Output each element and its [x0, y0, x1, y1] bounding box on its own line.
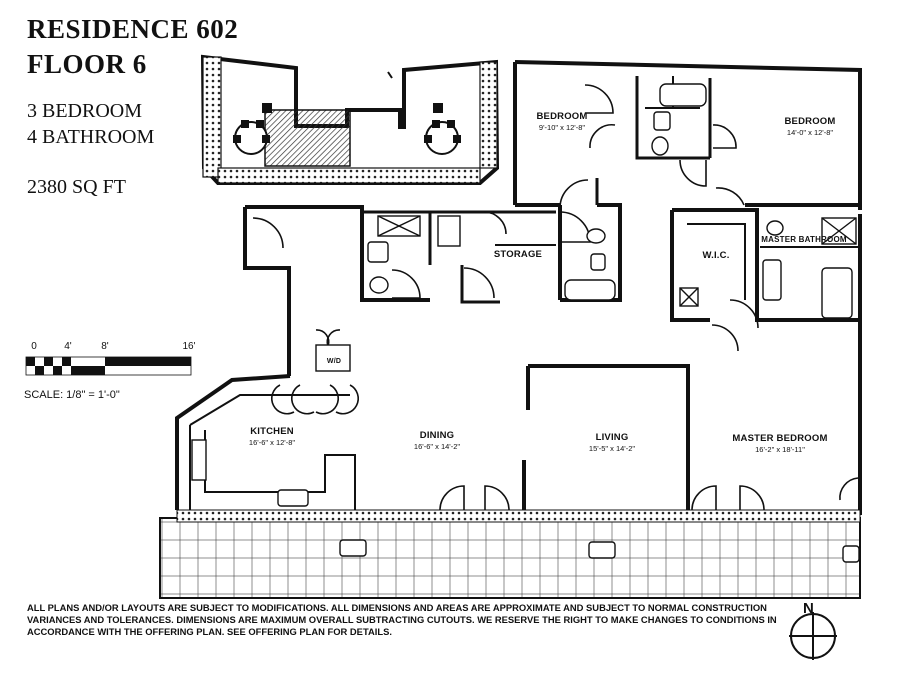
dining-label: DINING [420, 430, 454, 441]
compass-icon [789, 612, 837, 660]
scale-tick-4: 4' [64, 341, 72, 352]
scale-tick-16: 16' [182, 341, 195, 352]
master-bedroom-label: MASTER BEDROOM [732, 433, 827, 444]
residence-title: RESIDENCE 602 [27, 14, 239, 44]
wic-label: W.I.C. [702, 250, 729, 261]
bedroom-count: 3 BEDROOM [27, 100, 143, 122]
kitchen-dims: 16'-6" x 12'-8" [249, 438, 295, 447]
living-label: LIVING [596, 432, 629, 443]
fixtures [191, 83, 857, 507]
scale-tick-8: 8' [101, 341, 109, 352]
room-labels: BEDROOM 9'-10" x 12'-8" BEDROOM 14'-0" x… [249, 111, 847, 454]
dining-dims: 16'-6" x 14'-2" [414, 442, 460, 451]
north-label: N [803, 600, 814, 617]
scale-bar: 0 4' 8' 16' SCALE: 1/8" = 1'-0" [24, 341, 196, 401]
roof-terrace [200, 54, 500, 185]
bathroom-count: 4 BATHROOM [27, 126, 155, 148]
master-bathroom-label: MASTER BATHROOM [761, 235, 847, 244]
disclaimer-text: ALL PLANS AND/OR LAYOUTS ARE SUBJECT TO … [27, 602, 777, 637]
living-dims: 15'-5" x 14'-2" [589, 444, 635, 453]
bedroom-1-label: BEDROOM [536, 111, 587, 122]
scale-label: SCALE: 1/8" = 1'-0" [24, 389, 120, 401]
wd-label: W/D [327, 358, 341, 365]
kitchen-label: KITCHEN [250, 426, 294, 437]
floor-label: FLOOR 6 [27, 49, 147, 79]
bedroom-2-dims: 14'-0" x 12'-8" [787, 128, 833, 137]
apartment-walls [175, 60, 862, 515]
doors [252, 84, 859, 511]
square-footage: 2380 SQ FT [27, 176, 126, 198]
bedroom-1-dims: 9'-10" x 12'-8" [539, 123, 585, 132]
scale-tick-0: 0 [31, 341, 37, 352]
master-bedroom-dims: 16'-2" x 18'-11" [755, 445, 805, 454]
balcony [159, 509, 861, 599]
storage-label: STORAGE [494, 249, 542, 260]
bedroom-2-label: BEDROOM [784, 116, 835, 127]
